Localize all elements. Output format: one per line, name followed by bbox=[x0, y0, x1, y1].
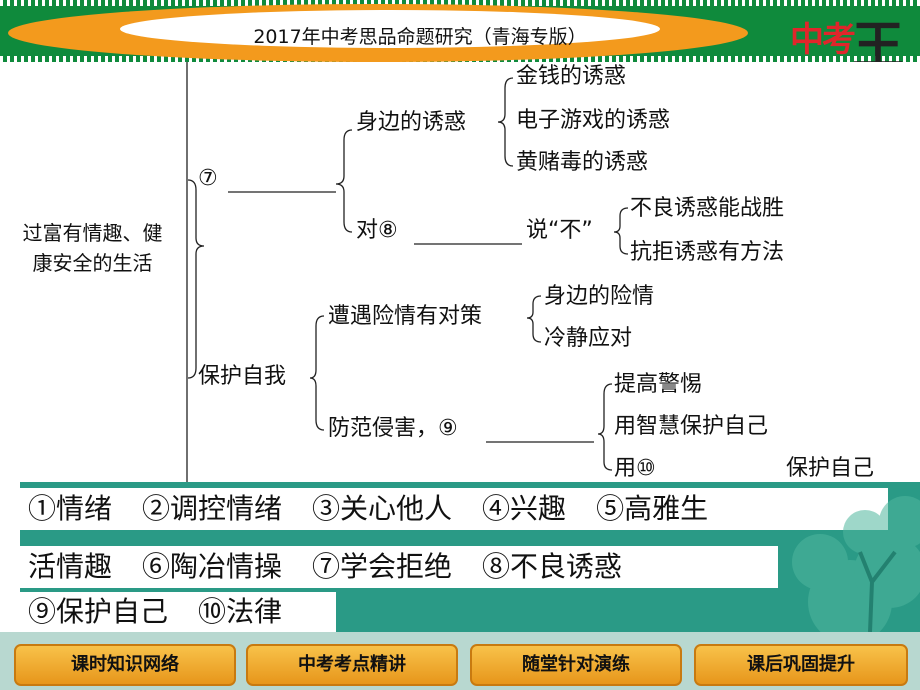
temptation-item-2: 电子游戏的诱惑 bbox=[516, 108, 671, 133]
nav-exam-points-button[interactable]: 中考考点精讲 bbox=[246, 644, 458, 686]
temptation-item-1: 金钱的诱惑 bbox=[516, 64, 627, 89]
danger-item-2: 冷静应对 bbox=[544, 326, 633, 351]
answer-row-1: ①情绪 ②调控情绪 ③关心他人 ④兴趣 ⑤高雅生 bbox=[20, 488, 888, 530]
header-bar: 2017年中考思品命题研究（青海专版） 中考 王 bbox=[0, 0, 920, 62]
answer-6: ⑥陶冶情操 bbox=[142, 550, 283, 583]
answer-3: ③关心他人 bbox=[312, 492, 453, 525]
answer-row-2: 活情趣 ⑥陶冶情操 ⑦学会拒绝 ⑧不良诱惑 bbox=[20, 546, 778, 588]
refuse-item-2: 抗拒诱惑有方法 bbox=[630, 240, 785, 265]
branch2-sub1-label: 遭遇险情有对策 bbox=[328, 304, 483, 329]
protect-item-3-suffix: 保护自己 bbox=[786, 456, 875, 481]
bottom-nav: 课时知识网络 中考考点精讲 随堂针对演练 课后巩固提升 bbox=[0, 632, 920, 690]
header-top-ticks bbox=[0, 0, 920, 6]
branch1-sub2-prefix: 对⑧ bbox=[356, 218, 398, 243]
answer-10: ⑩法律 bbox=[198, 595, 283, 628]
refuse-item-1: 不良诱惑能战胜 bbox=[630, 196, 785, 221]
main-branch-bracket bbox=[187, 179, 205, 379]
refuse-bracket bbox=[613, 207, 629, 255]
protect-bracket bbox=[597, 383, 613, 471]
protect-item-2: 用智慧保护自己 bbox=[614, 414, 769, 439]
answer-5: ⑤高雅生 bbox=[596, 492, 709, 525]
branch1-label: ⑦ bbox=[198, 166, 218, 191]
answer-row-3: ⑨保护自己 ⑩法律 bbox=[20, 592, 336, 632]
branch2-label: 保护自我 bbox=[198, 364, 287, 389]
branch2-sub2-label: 防范侵害，⑨ bbox=[328, 416, 458, 441]
mindmap-root: 过富有情趣、健康安全的生活 bbox=[22, 221, 163, 275]
danger-item-1: 身边的险情 bbox=[544, 284, 655, 309]
nav-practice-button[interactable]: 随堂针对演练 bbox=[470, 644, 682, 686]
temptation-bracket bbox=[497, 77, 514, 167]
answer-4: ④兴趣 bbox=[482, 492, 567, 525]
answer-5-cont: 活情趣 bbox=[28, 550, 113, 583]
protect-item-1: 提高警惕 bbox=[614, 372, 703, 397]
logo-char: 王 bbox=[852, 16, 905, 62]
nav-lesson-map-button[interactable]: 课时知识网络 bbox=[14, 644, 236, 686]
page-title: 2017年中考思品命题研究（青海专版） bbox=[253, 26, 587, 48]
temptation-item-3: 黄赌毒的诱惑 bbox=[516, 150, 649, 175]
protect-item-3-prefix: 用⑩ bbox=[614, 456, 656, 481]
answer-9: ⑨保护自己 bbox=[28, 595, 169, 628]
title-pill-inner bbox=[120, 10, 660, 48]
nav-review-button[interactable]: 课后巩固提升 bbox=[694, 644, 908, 686]
branch1-bracket bbox=[335, 129, 353, 233]
brand-logo: 中考 王 bbox=[782, 4, 918, 62]
logo-text: 中考 bbox=[790, 20, 856, 60]
answer-7: ⑦学会拒绝 bbox=[312, 550, 453, 583]
answer-8: ⑧不良诱惑 bbox=[482, 550, 623, 583]
branch2-bracket bbox=[309, 315, 325, 431]
danger-bracket bbox=[526, 295, 542, 343]
branch1-sub1-label: 身边的诱惑 bbox=[356, 110, 467, 135]
answer-1: ①情绪 bbox=[28, 492, 113, 525]
tree-decoration-icon bbox=[792, 496, 920, 632]
branch1-sub2-suffix: 说“不” bbox=[526, 218, 593, 243]
answer-2: ②调控情绪 bbox=[142, 492, 283, 525]
